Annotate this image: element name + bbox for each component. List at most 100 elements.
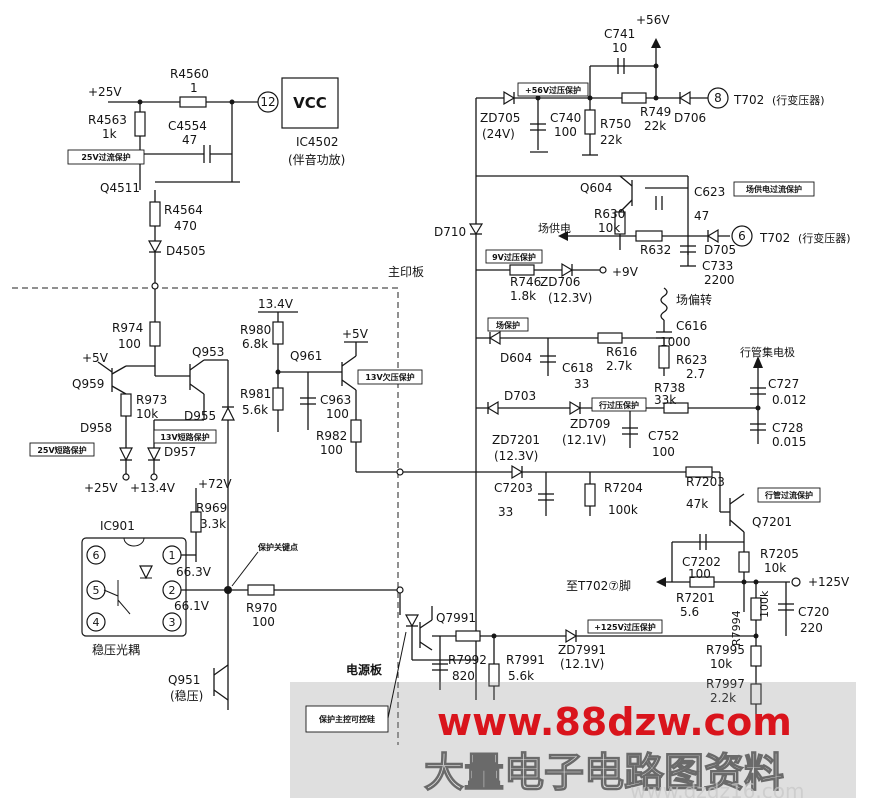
pin-label: 5 [93, 584, 100, 597]
board-label: 主印板 [388, 265, 424, 279]
component-value: 22k [644, 119, 666, 133]
component-label: R981 [240, 387, 271, 401]
component-label: R7992 [448, 653, 487, 667]
component-value: (12.1V) [562, 433, 606, 447]
component-value: 1k [102, 127, 117, 141]
component-desc: 场偏转 [676, 292, 712, 307]
watermark-url: www.88dzw.com [437, 700, 792, 744]
component-value: (12.3V) [548, 291, 592, 305]
component-label: R7204 [604, 481, 643, 495]
component-labels: +25V R4560 1 IC4502 (伴音功放) R4563 1k C455… [72, 13, 851, 705]
component-value: 100 [252, 615, 275, 629]
resistor-r7992-series [455, 630, 481, 642]
pin-circle-6 [731, 225, 753, 247]
watermark: 保护主控可控硅 www.88dzw.com 大量电子电路图资料 www.dzdz… [290, 631, 856, 798]
pin-label: 8 [714, 91, 722, 105]
component-label: C616 [676, 319, 707, 333]
component-label: D4505 [166, 244, 206, 258]
resistor-r981 [272, 387, 284, 411]
component-label: Q7201 [752, 515, 792, 529]
resistor-r7997 [750, 683, 762, 705]
resistor-r7204 [584, 483, 596, 507]
diode-d4505 [147, 240, 163, 254]
component-label: C728 [772, 421, 803, 435]
component-label: R623 [676, 353, 707, 367]
protection-tags: 25V过流保护 +56V过压保护 场供电过流保护 9V过压保护 场保护 13V欠… [29, 82, 821, 634]
component-value: 100 [652, 445, 675, 459]
resistor-r969 [190, 511, 202, 533]
resistor-r616 [597, 332, 623, 344]
pin-label: 4 [93, 616, 100, 629]
component-label: R750 [600, 117, 631, 131]
component-label: C752 [648, 429, 679, 443]
component-label: C7202 [682, 555, 721, 569]
component-label: R632 [640, 243, 671, 257]
component-label: R7205 [760, 547, 799, 561]
protection-tag: 场保护 [496, 320, 520, 330]
component-value: 220 [800, 621, 823, 635]
rail-section: 8 6 [396, 38, 801, 720]
component-label: R970 [246, 601, 277, 615]
component-desc: (稳压) [170, 688, 203, 703]
resistor-r632 [635, 230, 663, 242]
component-label: D958 [80, 421, 112, 435]
component-value: 10k [764, 561, 786, 575]
component-label: R616 [606, 345, 637, 359]
component-label: D957 [164, 445, 196, 459]
pin-label: 6 [738, 229, 746, 243]
component-value: 5.6k [242, 403, 268, 417]
component-label: R982 [316, 429, 347, 443]
component-label: R749 [640, 105, 671, 119]
pin-label: 12 [260, 95, 275, 109]
component-label: Q959 [72, 377, 104, 391]
resistor-r970 [247, 584, 275, 596]
voltage-label: +13.4V [130, 481, 176, 495]
component-value: 2.2k [710, 691, 736, 705]
component-value: 33 [498, 505, 513, 519]
component-value: 100k [608, 503, 638, 517]
pin-label: 1 [169, 549, 176, 562]
component-value: 47k [686, 497, 708, 511]
component-label: R7997 [706, 677, 745, 691]
component-label: R969 [196, 501, 227, 515]
component-value: 0.012 [772, 393, 806, 407]
resistor-r980 [272, 321, 284, 345]
voltage-label: +72V [198, 477, 232, 491]
component-label: Q953 [192, 345, 224, 359]
component-label: C4554 [168, 119, 207, 133]
diode-d955 [221, 406, 235, 421]
voltage-label: 66.1V [174, 599, 210, 613]
component-value: 100 [118, 337, 141, 351]
component-desc: (行变压器) [772, 93, 825, 107]
component-desc: (伴音功放) [288, 152, 345, 167]
component-value: 100 [688, 567, 711, 581]
resistor-r630 [614, 211, 626, 235]
component-label: C7203 [494, 481, 533, 495]
component-label: R4564 [164, 203, 203, 217]
component-desc: 行管集电极 [740, 345, 795, 359]
diode-d958 [119, 447, 133, 462]
component-label: R973 [136, 393, 167, 407]
component-label: ZD705 [480, 111, 520, 125]
diode-d957 [147, 447, 161, 462]
component-label: D604 [500, 351, 532, 365]
undervoltage-section [258, 311, 690, 473]
component-label: R7203 [686, 475, 725, 489]
component-value: (12.1V) [560, 657, 604, 671]
component-label: Q961 [290, 349, 322, 363]
voltage-label: +5V [82, 351, 109, 365]
voltage-label: +25V [84, 481, 118, 495]
component-value: 100 [326, 407, 349, 421]
voltage-label: 66.3V [176, 565, 212, 579]
protection-tag: 行过压保护 [598, 400, 639, 410]
component-label: D706 [674, 111, 706, 125]
annotation-note: 保护主控可控硅 [318, 714, 375, 724]
voltage-label: +25V [88, 85, 122, 99]
voltage-label: +56V [636, 13, 670, 27]
component-label: ZD706 [540, 275, 580, 289]
resistor-r750 [584, 109, 596, 135]
component-label: C623 [694, 185, 725, 199]
resistor-r7995 [750, 645, 762, 667]
protection-tag: +125V过压保护 [594, 622, 656, 632]
pin-label: 6 [93, 549, 100, 562]
